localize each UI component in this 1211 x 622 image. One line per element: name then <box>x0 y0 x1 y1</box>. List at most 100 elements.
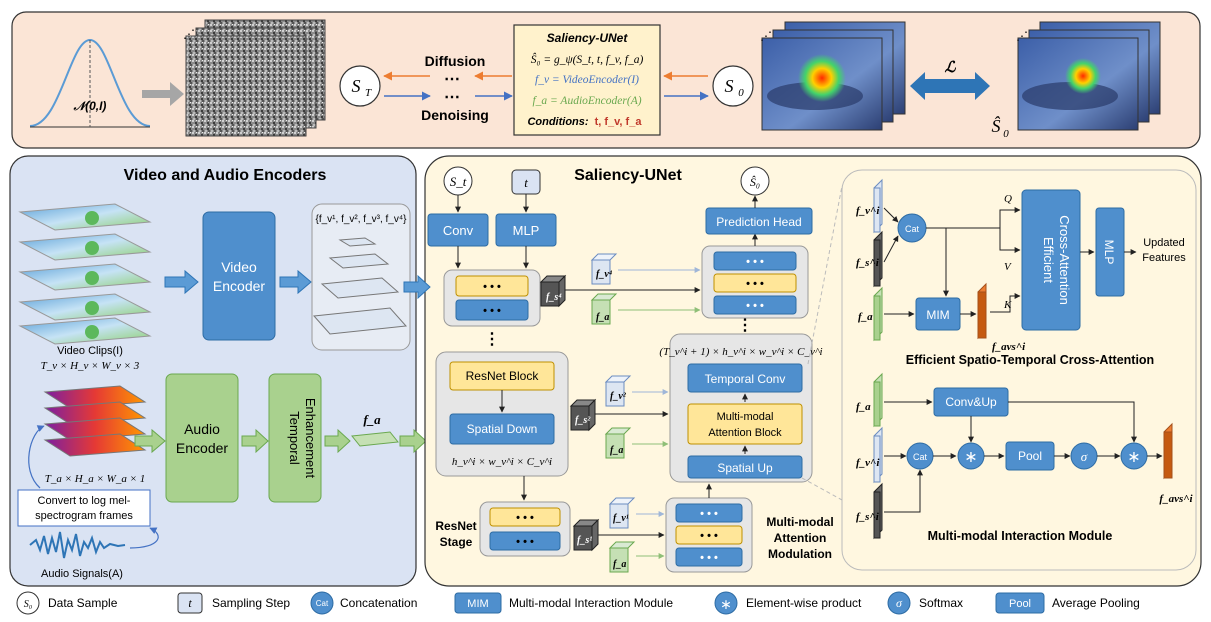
svg-text:f_a: f_a <box>610 445 623 456</box>
efficient-cross-attention-box <box>1021 189 1081 331</box>
svg-text:spectrogram frames: spectrogram frames <box>35 510 133 522</box>
svg-text:Conv: Conv <box>443 223 474 238</box>
favs-token-mim <box>1163 422 1173 480</box>
svg-text:• • •: • • • <box>746 256 764 268</box>
svg-text:Attention: Attention <box>774 531 827 545</box>
esta-title: Efficient Spatio-Temporal Cross-Attentio… <box>906 353 1154 367</box>
svg-text:• • •: • • • <box>746 278 764 290</box>
audio-waveform <box>29 531 126 559</box>
esta-panel: f_v^i f_s^i Cat Q V f_a MIM f_avs^i K Ef… <box>841 169 1197 571</box>
svg-text:t, f_v, f_a: t, f_v, f_a <box>595 116 643 128</box>
svg-text:Sampling Step: Sampling Step <box>212 596 290 610</box>
svg-text:• • •: • • • <box>483 305 501 317</box>
svg-text:Cat: Cat <box>905 224 920 234</box>
svg-text:∗: ∗ <box>964 449 977 466</box>
svg-text:Convert to log mel-: Convert to log mel- <box>38 495 131 507</box>
svg-text:Stage: Stage <box>440 535 473 549</box>
legend-item-mim: MIM Multi-modal Interaction Module <box>454 592 673 614</box>
svg-text:V: V <box>1004 261 1012 273</box>
svg-text:(T_v^i + 1) × h_v^i × w_v^i ×: (T_v^i + 1) × h_v^i × w_v^i × C_v^i <box>659 346 822 358</box>
svg-text:σ: σ <box>896 596 903 610</box>
svg-text:Cat: Cat <box>316 599 329 608</box>
svg-text:f_a = AudioEncoder(A): f_a = AudioEncoder(A) <box>532 95 641 107</box>
gray-arrow <box>142 82 184 106</box>
decoder-block-mid: (T_v^i + 1) × h_v^i × w_v^i × C_v^i Temp… <box>659 333 823 483</box>
svg-text:Conditions:: Conditions: <box>527 116 588 128</box>
svg-text:Q: Q <box>1004 193 1012 205</box>
svg-text:Audio Signals(A): Audio Signals(A) <box>41 568 123 580</box>
svg-text:Attention Block: Attention Block <box>708 427 782 439</box>
fv4-cube <box>590 253 618 285</box>
fa-cube-bottom <box>608 541 636 573</box>
fa-token-esta <box>873 286 883 342</box>
svg-text:f_s¹: f_s¹ <box>577 535 592 546</box>
svg-text:f_v^i: f_v^i <box>856 457 880 469</box>
svg-text:Concatenation: Concatenation <box>340 596 417 610</box>
legend-item-sampling-step: t Sampling Step <box>177 592 290 614</box>
svg-text:Efficient: Efficient <box>1041 237 1056 283</box>
noise-stack: ⋰ <box>183 19 326 137</box>
fs2-cube <box>569 398 597 432</box>
svg-text:⋰: ⋰ <box>183 27 195 41</box>
svg-text:Video: Video <box>221 259 257 275</box>
svg-text:Spatial Down: Spatial Down <box>467 422 538 436</box>
svg-text:Updated: Updated <box>1143 237 1185 249</box>
s-t-node: S T <box>339 65 381 107</box>
svg-text:• • •: • • • <box>516 536 534 548</box>
svg-text:ℒ: ℒ <box>945 60 957 76</box>
svg-text:Prediction Head: Prediction Head <box>716 215 801 229</box>
svg-text:Element-wise product: Element-wise product <box>746 596 862 610</box>
gaussian-curve: 𝒩(0,I) <box>29 38 151 128</box>
svg-text:h_v^i × w_v^i × C_v^i: h_v^i × w_v^i × C_v^i <box>452 456 552 468</box>
svg-text:Softmax: Softmax <box>919 596 963 610</box>
svg-text:Data Sample: Data Sample <box>48 596 118 610</box>
svg-text:{f_v¹, f_v², f_v³, f_v⁴}: {f_v¹, f_v², f_v³, f_v⁴} <box>316 214 408 225</box>
legend-item-product: ∗ Element-wise product <box>714 591 862 615</box>
fvi-token <box>873 178 883 234</box>
svg-text:f_s^i: f_s^i <box>856 257 880 269</box>
svg-text:Saliency-UNet: Saliency-UNet <box>547 31 629 45</box>
encoder-block-top: • • • • • • <box>443 269 541 327</box>
fsi-token <box>873 230 883 288</box>
svg-text:Encoder: Encoder <box>176 440 228 456</box>
top-panel: 𝒩(0,I) ⋰ S T Diffusion Denoising ⋯ ⋯ Sal… <box>11 11 1201 149</box>
svg-text:f_v^i: f_v^i <box>856 205 880 217</box>
svg-text:• • •: • • • <box>746 300 764 312</box>
fa-token <box>351 431 399 447</box>
normal-dist-label: 𝒩(0,I) <box>73 99 107 113</box>
svg-text:t: t <box>524 175 528 190</box>
svg-text:S: S <box>725 76 734 96</box>
svg-text:f_a: f_a <box>363 412 381 427</box>
svg-text:Cat: Cat <box>913 452 928 462</box>
svg-text:Cross-Attention: Cross-Attention <box>1057 215 1072 305</box>
diffusion-label: Diffusion <box>425 53 486 69</box>
svg-text:f_v²: f_v² <box>610 391 627 402</box>
fa-cube-top <box>590 293 618 325</box>
svg-text:f_avs^i: f_avs^i <box>1159 493 1193 505</box>
svg-text:f_avs^i: f_avs^i <box>992 341 1026 353</box>
svg-text:Encoder: Encoder <box>213 278 265 294</box>
svg-text:f_s^i: f_s^i <box>856 511 880 523</box>
svg-text:Ŝ₀ = g_ψ(S_t, t, f_v, f_a): Ŝ₀ = g_ψ(S_t, t, f_v, f_a) <box>531 52 644 66</box>
decoder-block-bottom: • • • • • • • • • <box>665 497 753 573</box>
encoders-panel: Video and Audio Encoders Video Clips(I) … <box>9 155 427 587</box>
fa-cube-mid <box>604 427 632 459</box>
svg-text:S: S <box>352 76 361 96</box>
svg-text:∗: ∗ <box>720 596 732 612</box>
legend-item-pool: Pool Average Pooling <box>995 592 1140 614</box>
svg-text:Temporal: Temporal <box>287 411 302 465</box>
svg-text:⋯: ⋯ <box>444 89 460 106</box>
svg-text:Modulation: Modulation <box>768 547 832 561</box>
video-clips-stack <box>18 203 152 345</box>
legend: S₀ Data Sample t Sampling Step Cat Conca… <box>16 591 1140 615</box>
svg-text:S₀: S₀ <box>24 599 33 610</box>
svg-text:Audio: Audio <box>184 421 220 437</box>
legend-item-concatenation: Cat Concatenation <box>310 591 417 615</box>
svg-text:MIM: MIM <box>926 308 949 322</box>
svg-text:Ŝ₀: Ŝ₀ <box>750 175 760 189</box>
mim-title: Multi-modal Interaction Module <box>928 529 1113 543</box>
svg-text:Pool: Pool <box>1009 598 1031 610</box>
fvi-token-mim <box>873 426 883 484</box>
svg-text:Temporal Conv: Temporal Conv <box>705 372 786 386</box>
